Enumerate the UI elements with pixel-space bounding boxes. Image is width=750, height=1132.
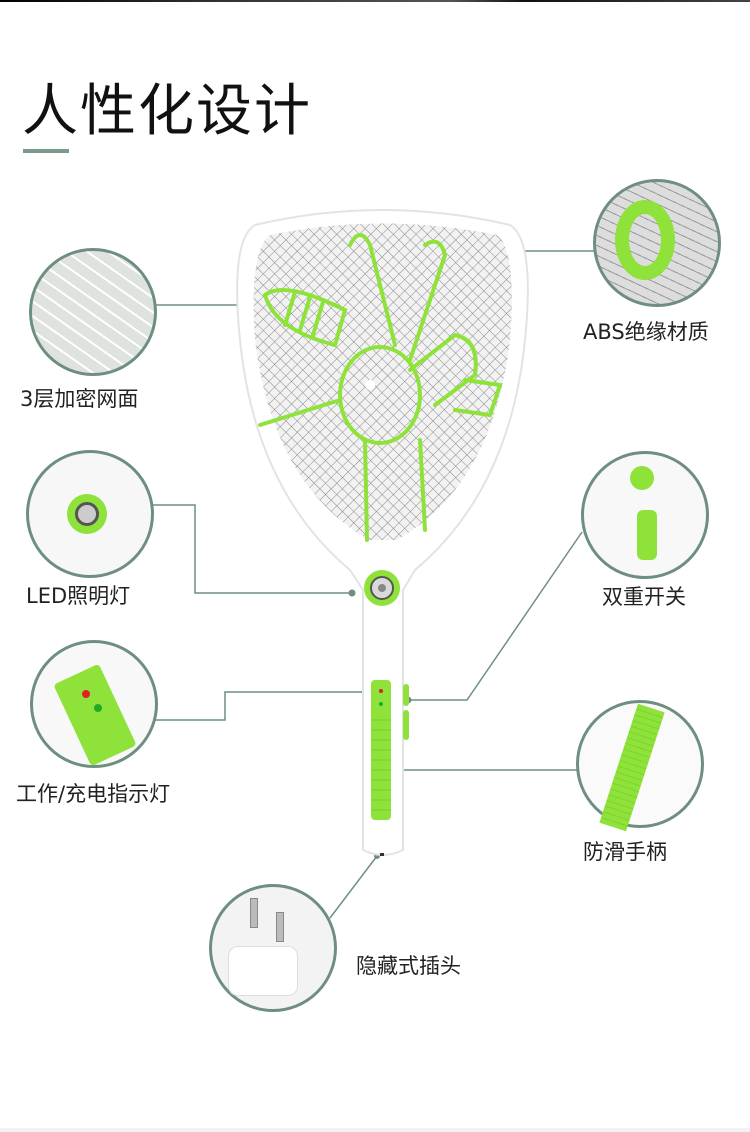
work-indicator-light-icon xyxy=(82,690,90,698)
feature-label-led: LED照明灯 xyxy=(26,584,131,608)
feature-label-indicator: 工作/充电指示灯 xyxy=(16,782,171,806)
charge-indicator-light-icon xyxy=(94,704,102,712)
plug-prong-icon xyxy=(276,912,284,942)
feature-label-grip: 防滑手柄 xyxy=(583,840,667,864)
plug-prong-icon xyxy=(250,898,258,928)
feature-label-abs: ABS绝缘材质 xyxy=(583,320,709,344)
feature-label-mesh: 3层加密网面 xyxy=(20,387,139,411)
mesh-closeup-image xyxy=(29,248,157,376)
led-bulb-icon xyxy=(75,502,99,526)
feature-label-switch: 双重开关 xyxy=(602,585,686,609)
led-light-closeup-image xyxy=(26,450,154,578)
title-underline xyxy=(23,149,69,153)
page-title: 人性化设计 xyxy=(22,79,312,144)
feature-label-plug: 隐藏式插头 xyxy=(356,954,461,978)
plug-base xyxy=(228,946,298,996)
bottom-divider xyxy=(0,1128,750,1132)
racket-illustration xyxy=(236,209,529,856)
slide-switch-icon xyxy=(637,510,657,560)
abs-green-frame-shape xyxy=(615,200,675,280)
top-divider xyxy=(0,0,750,2)
power-button-icon xyxy=(630,466,654,490)
